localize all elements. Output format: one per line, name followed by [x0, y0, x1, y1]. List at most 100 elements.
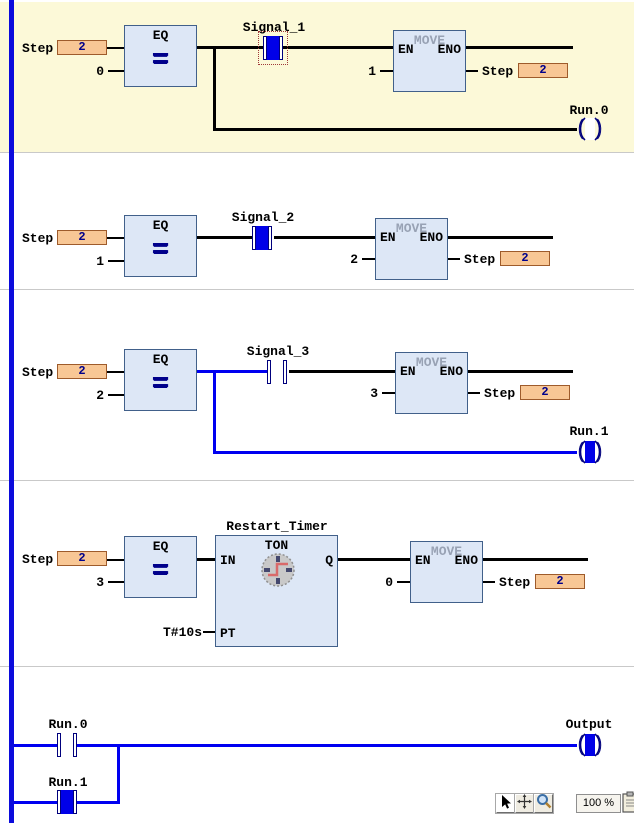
network-3[interactable]: Step 2 2 EQ = Signal_3 MOVE EN ENO 3 Ste…	[0, 291, 634, 481]
operand-label[interactable]: Step	[22, 552, 54, 567]
operand-label[interactable]: Step	[22, 231, 54, 246]
coil-label[interactable]: Run.0	[569, 103, 609, 118]
coil-run-0[interactable]	[577, 116, 603, 147]
contact-plate	[268, 226, 272, 250]
eq-block[interactable]: EQ =	[124, 215, 197, 277]
eq-block[interactable]: EQ =	[124, 536, 197, 598]
wire	[466, 46, 573, 49]
contact-signal-2[interactable]	[252, 226, 272, 250]
block-title: MOVE	[413, 33, 446, 48]
pin-wire	[107, 371, 124, 373]
wire	[197, 46, 393, 49]
coil-label[interactable]: Output	[565, 717, 613, 732]
value-box[interactable]: 2	[57, 364, 107, 379]
network-1[interactable]: Step 2 0 EQ = Signal_1 MOVE EN ENO 1 Ste…	[0, 2, 634, 153]
coil-icon	[578, 117, 602, 141]
network-5[interactable]: Run.0 Run.1 Output	[0, 668, 634, 823]
contact-label[interactable]: Signal_2	[231, 210, 295, 225]
operand-label[interactable]: Step	[22, 365, 54, 380]
operand-label[interactable]: Step	[482, 64, 514, 79]
contact-state-fill	[61, 733, 73, 757]
wire	[197, 370, 267, 373]
network-2[interactable]: Step 2 1 EQ = Signal_2 MOVE EN ENO 2 Ste…	[0, 154, 634, 290]
contact-run-1[interactable]	[57, 790, 77, 814]
pin-wire	[448, 258, 460, 260]
pin-label-q: Q	[325, 553, 333, 568]
pin-wire	[380, 70, 393, 72]
operand-label[interactable]: 0	[385, 575, 393, 590]
contact-label[interactable]: Signal_1	[242, 20, 306, 35]
pan-tool-button[interactable]	[515, 793, 534, 813]
pin-wire	[107, 559, 124, 561]
eq-block[interactable]: EQ =	[124, 25, 197, 87]
value-box[interactable]: 2	[518, 63, 568, 78]
contact-plate	[73, 733, 77, 757]
operand-label[interactable]: Step	[484, 386, 516, 401]
contact-plate	[267, 360, 271, 384]
zoom-level-display[interactable]: 100 %	[576, 794, 621, 813]
coil-label[interactable]: Run.1	[569, 424, 609, 439]
move-block[interactable]: MOVE EN ENO	[375, 218, 448, 280]
operand-label[interactable]: 0	[96, 64, 104, 79]
zoom-tool-button[interactable]	[534, 794, 553, 813]
operand-label[interactable]: 3	[370, 386, 378, 401]
move-block[interactable]: MOVE EN ENO	[393, 30, 466, 92]
move-block[interactable]: MOVE EN ENO	[410, 541, 483, 603]
operand-label[interactable]: Step	[499, 575, 531, 590]
select-tool-button[interactable]	[496, 794, 515, 813]
contact-signal-1[interactable]	[258, 31, 288, 65]
move-block[interactable]: MOVE EN ENO	[395, 352, 468, 414]
value-box[interactable]: 2	[535, 574, 585, 589]
contact-state-fill	[267, 36, 279, 60]
equals-symbol: =	[152, 236, 169, 266]
operand-label[interactable]: 2	[350, 252, 358, 267]
contact-label[interactable]: Run.0	[48, 717, 88, 732]
ton-timer-block[interactable]: TON IN Q PT	[215, 535, 338, 647]
wire	[213, 128, 577, 131]
pin-label-eno: ENO	[437, 42, 461, 57]
pin-label-en: EN	[415, 553, 431, 568]
coil-output[interactable]	[577, 732, 603, 763]
contact-label[interactable]: Signal_3	[246, 344, 310, 359]
value-box[interactable]: 2	[57, 40, 107, 55]
coil-run-1[interactable]	[577, 439, 603, 470]
wire	[213, 451, 577, 454]
operand-label[interactable]: 1	[368, 64, 376, 79]
operand-label[interactable]: T#10s	[162, 625, 202, 640]
value-box[interactable]: 2	[520, 385, 570, 400]
wire	[483, 558, 588, 561]
block-title: EQ	[152, 539, 169, 554]
wire	[338, 558, 410, 561]
pin-label-eno: ENO	[419, 230, 443, 245]
value-box[interactable]: 2	[500, 251, 550, 266]
pin-wire	[108, 581, 124, 583]
pin-label-eno: ENO	[439, 364, 463, 379]
operand-label[interactable]: 2	[96, 388, 104, 403]
contact-plate	[283, 360, 287, 384]
wire	[448, 236, 553, 239]
pin-label-en: EN	[400, 364, 416, 379]
value-box[interactable]: 2	[57, 230, 107, 245]
operand-label[interactable]: 1	[96, 254, 104, 269]
contact-state-fill	[256, 226, 268, 250]
contact-label[interactable]: Run.1	[48, 775, 88, 790]
timer-instance-label[interactable]: Restart_Timer	[226, 519, 328, 534]
clipboard-icon[interactable]	[622, 791, 634, 818]
contact-run-0[interactable]	[57, 733, 77, 757]
left-power-rail	[9, 0, 14, 823]
wire	[468, 370, 573, 373]
block-title: EQ	[152, 352, 169, 367]
cursor-arrow-icon	[499, 794, 512, 814]
value-box[interactable]: 2	[57, 551, 107, 566]
pin-label-en: EN	[398, 42, 414, 57]
eq-block[interactable]: EQ =	[124, 349, 197, 411]
operand-label[interactable]: 3	[96, 575, 104, 590]
pin-label-en: EN	[380, 230, 396, 245]
operand-label[interactable]: Step	[464, 252, 496, 267]
contact-plate	[263, 36, 267, 60]
clock-icon	[258, 550, 298, 595]
contact-signal-3[interactable]	[267, 360, 287, 384]
contact-plate	[252, 226, 256, 250]
network-4[interactable]: Step 2 3 EQ = Restart_Timer TON IN Q PT	[0, 482, 634, 667]
operand-label[interactable]: Step	[22, 41, 54, 56]
